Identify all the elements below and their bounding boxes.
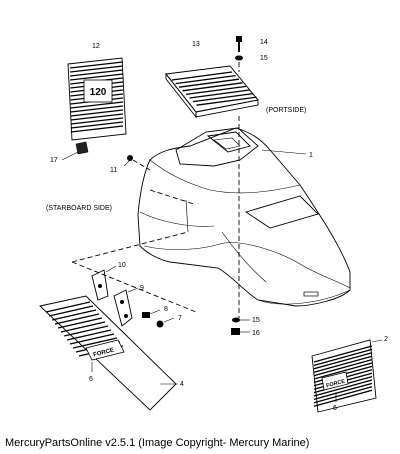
decal-stripe [70, 73, 124, 81]
washer-15-top [235, 55, 243, 61]
decal-stripe [178, 78, 240, 88]
decal-stripe [69, 61, 124, 69]
label-10: 10 [118, 262, 126, 269]
top-cowl-1 [137, 127, 351, 307]
decal-stripe [45, 301, 91, 313]
decal-stripe [313, 362, 373, 380]
label-16: 16 [252, 330, 260, 337]
decal-stripe [70, 101, 124, 109]
latch-9 [113, 287, 139, 327]
decal-stripe [189, 89, 250, 99]
decal-4-brand-text: FORCE [93, 348, 115, 359]
label-13: 13 [192, 41, 200, 48]
image-caption: MercuryPartsOnline v2.5.1 (Image Copyrig… [5, 437, 310, 449]
decal-stripe [196, 96, 257, 106]
screw-14 [236, 36, 242, 52]
decal-stripe [175, 74, 236, 85]
label-6-left: 6 [89, 376, 93, 383]
decal-stripe [171, 71, 233, 81]
label-4: 4 [180, 381, 184, 388]
label-17: 17 [50, 157, 58, 164]
nut-7 [156, 317, 175, 328]
decal-stripe [69, 65, 124, 73]
decal-stripe [70, 125, 124, 133]
decal-stripe [313, 345, 373, 363]
bracket-10 [91, 265, 117, 301]
decal-stripe [70, 69, 124, 77]
label-14: 14 [260, 39, 268, 46]
label-7: 7 [178, 315, 182, 322]
decal-stripe [66, 329, 112, 341]
washer-15-bottom [232, 317, 250, 323]
decal-stripe [313, 389, 373, 407]
decal-12-hp: 120 [67, 57, 127, 141]
decal-stripe [60, 321, 106, 333]
label-15-top: 15 [260, 55, 268, 62]
decal-stripe [313, 352, 373, 370]
screw-11 [123, 155, 133, 167]
label-11: 11 [110, 167, 117, 174]
decal-17 [61, 141, 89, 161]
label-15-bottom: 15 [252, 317, 260, 324]
label-1: 1 [309, 152, 313, 159]
decal-stripe [57, 317, 103, 329]
label-12: 12 [92, 43, 100, 50]
decal-stripe [70, 105, 124, 113]
decal-stripe [185, 85, 247, 96]
decal-stripe [313, 358, 373, 377]
label-6-right: 6 [333, 405, 337, 412]
bolt-8 [142, 309, 161, 318]
decal-stripe [70, 121, 124, 129]
label-starboard: (STARBOARD SIDE) [46, 205, 112, 212]
decal-4-force: FORCE [39, 295, 178, 411]
decal-stripe [70, 117, 124, 125]
label-9: 9 [140, 285, 144, 292]
decal-stripe [70, 113, 124, 121]
decal-stripe [69, 333, 115, 345]
cover-plate-13 [165, 65, 259, 119]
label-portside: (PORTSIDE) [266, 107, 306, 114]
decal-2-brand-text: FORCE [326, 379, 346, 390]
decal-stripe [313, 348, 373, 367]
decal-stripe [313, 382, 373, 401]
decal-stripe [70, 109, 124, 117]
decal-stripe [313, 386, 373, 404]
decal-stripe [313, 379, 373, 397]
decal-stripe [51, 309, 97, 321]
decal-stripe [72, 337, 118, 349]
decal-stripe [192, 92, 254, 103]
label-8: 8 [164, 306, 168, 313]
decal-stripe [313, 355, 373, 373]
nut-16 [231, 328, 250, 335]
label-2: 2 [384, 336, 388, 343]
decal-2-force: FORCE [311, 339, 383, 413]
decal-stripe [63, 325, 109, 337]
decal-stripe [48, 305, 94, 317]
decal-stripe [182, 82, 243, 92]
decal-stripe [54, 313, 100, 325]
decal-12-hp-text: 120 [90, 87, 107, 98]
